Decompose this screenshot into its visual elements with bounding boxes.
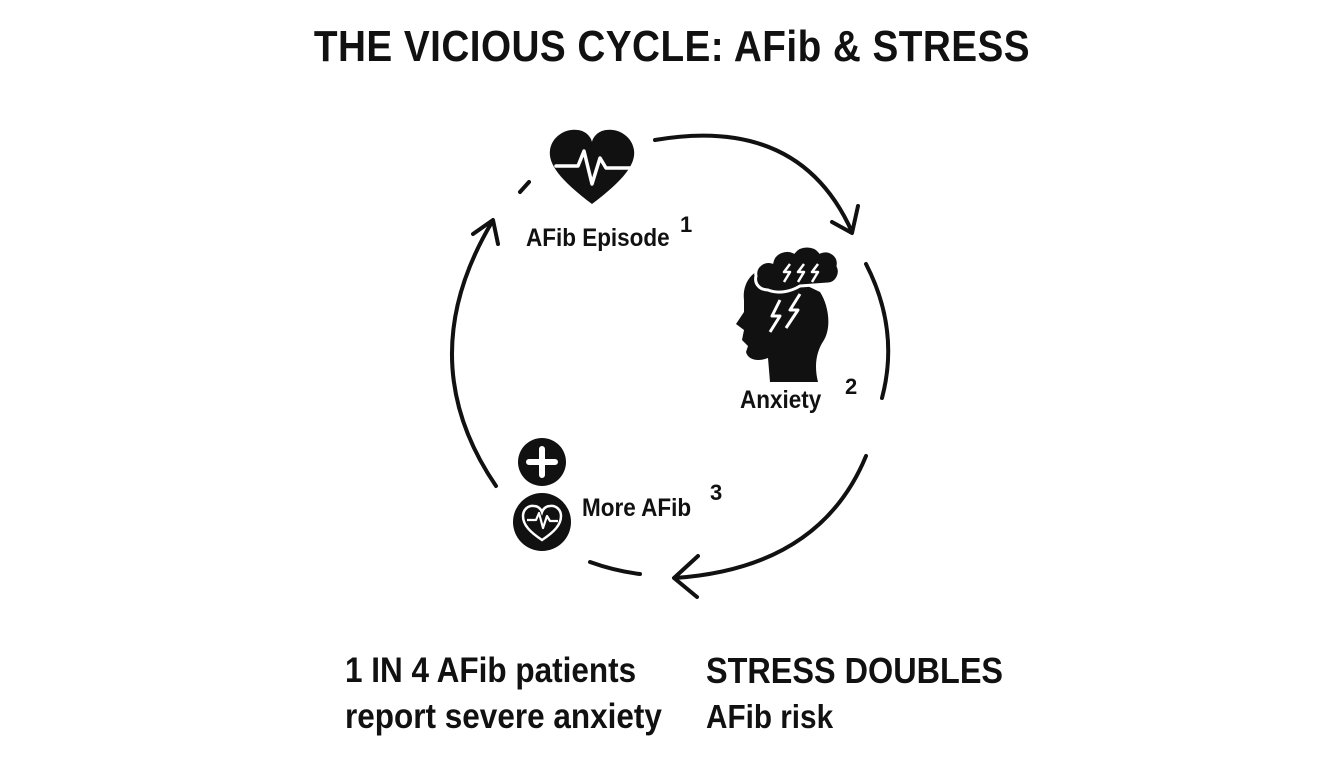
arrow-episode-to-anxiety	[653, 133, 854, 234]
arc-segment-bottom	[588, 560, 642, 576]
plus-circle-icon	[518, 438, 566, 486]
arc-segment-right	[864, 262, 891, 400]
arrow-anxiety-to-more-afib	[673, 454, 868, 580]
node-number-3: 3	[710, 480, 722, 505]
node-number-1: 1	[680, 212, 692, 237]
arrowhead-more-afib-to-episode	[471, 218, 500, 246]
node-label-more-afib: More AFib	[582, 494, 691, 522]
arc-segment-top-left	[518, 180, 531, 194]
stat-right-line1: STRESS DOUBLES	[706, 650, 1004, 691]
arrowhead-episode-to-anxiety	[830, 204, 860, 235]
heart-ecg-circle-icon	[513, 493, 571, 551]
diagram-title: THE VICIOUS CYCLE: AFib & STRESS	[313, 22, 1031, 71]
stat-right-line2: AFib risk	[706, 698, 834, 735]
node-label-anxiety: Anxiety	[740, 386, 822, 414]
node-number-2: 2	[845, 374, 857, 399]
cycle-arrows	[450, 133, 891, 599]
stat-anxiety-prevalence: 1 IN 4 AFib patients report severe anxie…	[345, 648, 697, 740]
heart-ecg-icon	[549, 129, 635, 204]
node-label-afib-episode: AFib Episode	[526, 224, 670, 252]
arrowhead-anxiety-to-more-afib	[672, 554, 700, 599]
stat-left-line1: 1 IN 4 AFib patients	[345, 651, 637, 690]
stressed-head-icon	[736, 244, 841, 382]
stat-left-line2: report severe anxiety	[345, 697, 662, 736]
stat-stress-risk: STRESS DOUBLES AFib risk	[706, 648, 1036, 740]
arrow-more-afib-to-episode	[450, 220, 498, 488]
